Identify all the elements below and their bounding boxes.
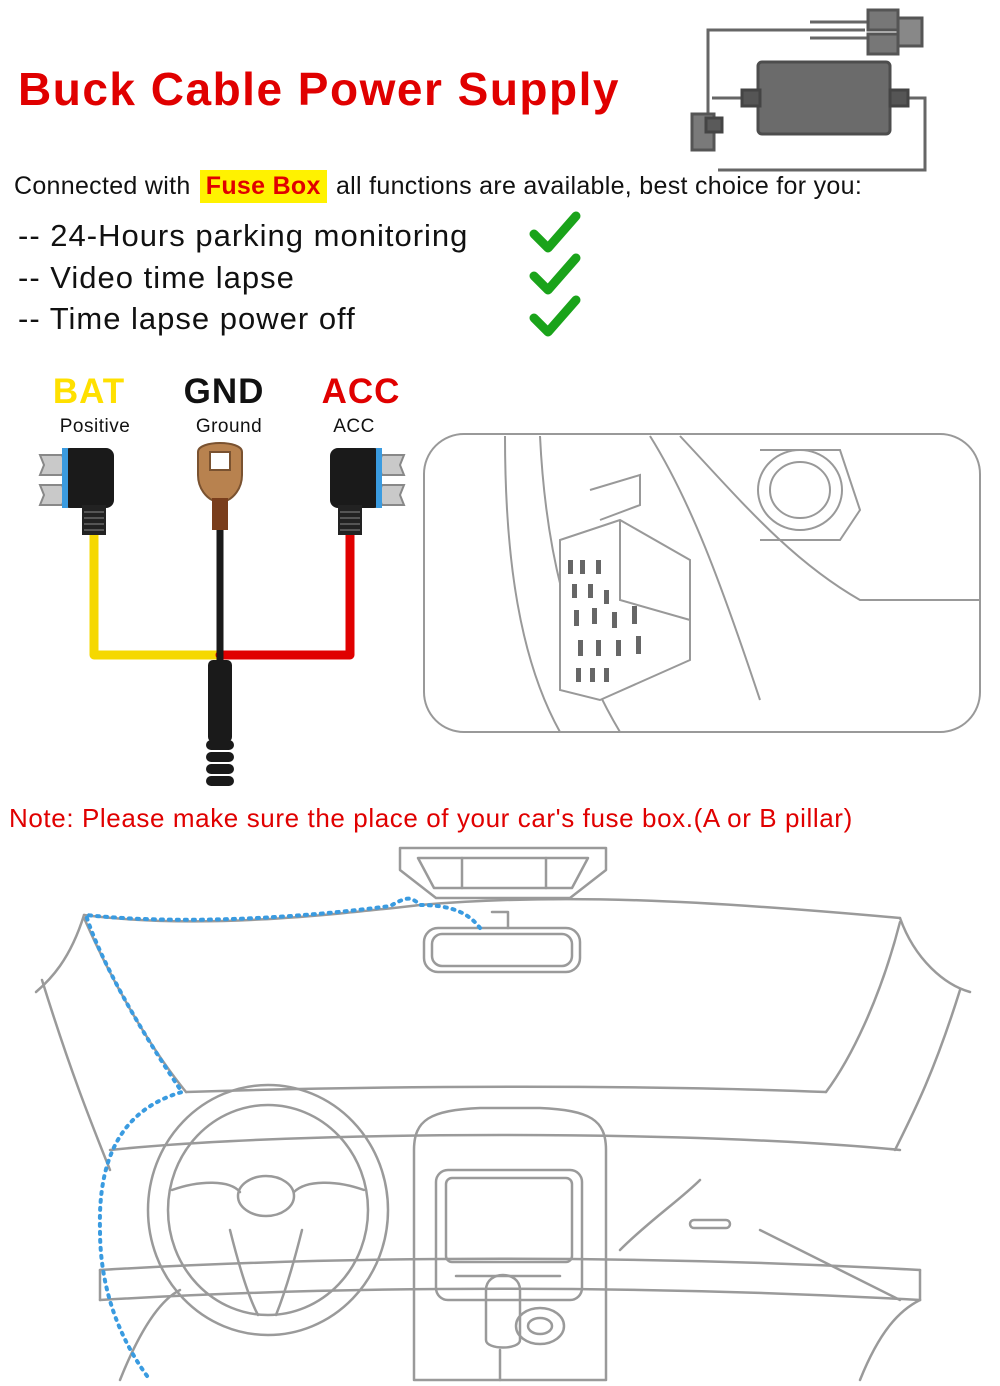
gnd-ring-terminal-icon xyxy=(197,442,243,530)
feature-item-time-lapse-power-off: -- Time lapse power off xyxy=(18,301,356,336)
checkmark-icons xyxy=(529,211,581,337)
acc-fuse-tap-icon xyxy=(330,448,406,535)
checkmark-icon xyxy=(529,253,581,295)
intro-text-after: all functions are available, best choice… xyxy=(335,172,863,200)
fuse-box-illustration xyxy=(423,433,981,733)
fuse-box-highlight: Fuse Box xyxy=(199,170,327,203)
terminal-acc-sublabel: ACC xyxy=(333,416,375,437)
wire-harness xyxy=(89,526,355,786)
fuse-slots xyxy=(568,560,641,682)
bat-fuse-tap-icon xyxy=(38,448,114,535)
checkmark-icon xyxy=(529,295,581,337)
terminal-acc-label: ACC xyxy=(321,372,401,411)
feature-item-parking-monitoring: -- 24-Hours parking monitoring xyxy=(18,218,469,253)
terminal-gnd-label: GND xyxy=(183,372,265,411)
intro-line: Connected with Fuse Box all functions ar… xyxy=(14,170,863,203)
bat-wire xyxy=(89,530,225,660)
terminal-bat-label: BAT xyxy=(52,372,126,411)
cable-route-dotted-line xyxy=(83,896,482,1382)
terminal-bat-sublabel: Positive xyxy=(59,416,131,437)
buck-converter-icon xyxy=(690,8,927,172)
note-text: Note: Please make sure the place of your… xyxy=(9,803,853,833)
page-title: Buck Cable Power Supply xyxy=(18,63,620,115)
acc-wire xyxy=(215,530,355,660)
intro-text-before: Connected with xyxy=(14,172,191,200)
coiled-cable xyxy=(206,740,234,786)
feature-item-video-time-lapse: -- Video time lapse xyxy=(18,260,295,295)
terminal-gnd-sublabel: Ground xyxy=(195,416,263,437)
car-interior-illustration xyxy=(34,846,972,1382)
checkmark-icon xyxy=(529,211,581,253)
